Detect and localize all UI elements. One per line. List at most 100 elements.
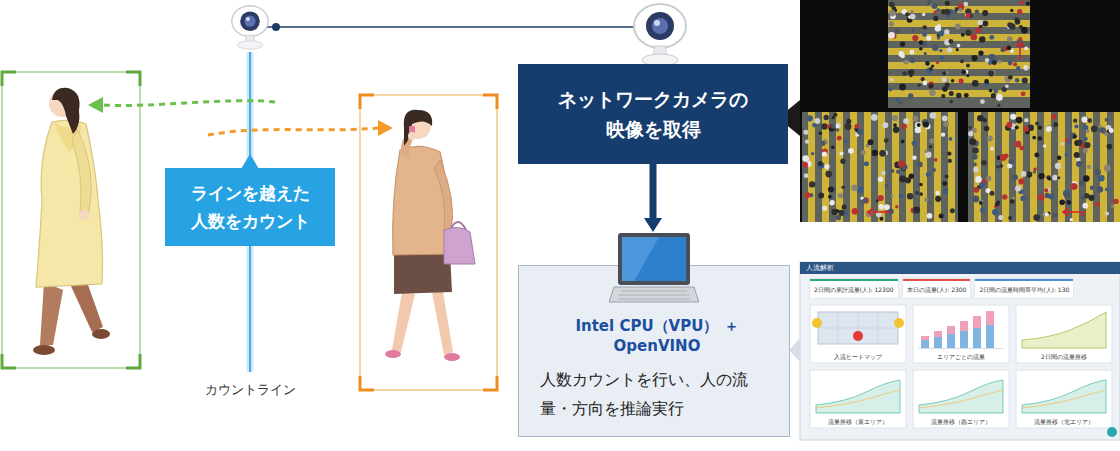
pedestrian-dot: [1000, 48, 1004, 52]
pedestrian-dot: [984, 126, 990, 132]
area-chart: [1022, 380, 1106, 413]
pedestrian-dot: [939, 49, 942, 52]
pedestrian-dot: [1017, 9, 1022, 14]
pedestrian-dot: [1082, 203, 1088, 209]
crosswalk-stripe: [1114, 112, 1120, 222]
pedestrian-dot: [1084, 137, 1088, 141]
detection-box-part: [2, 72, 140, 368]
stat-card: 2日間の流量時間帯平均(人): 130: [975, 279, 1073, 298]
pedestrian-dot: [891, 169, 895, 173]
laptop-screen: [618, 233, 690, 285]
process-text: ネットワークカメラの 映像を取得: [526, 84, 780, 144]
pedestrian-figure-part: [392, 292, 415, 352]
pedestrian-dot: [973, 162, 977, 166]
pedestrian-dot: [803, 130, 808, 135]
laptop-base: [609, 287, 699, 302]
pedestrian-dot: [959, 79, 964, 84]
pedestrian-figure-part: [92, 329, 110, 339]
pedestrian-dot: [1081, 195, 1085, 199]
pedestrian-dot: [1007, 46, 1012, 51]
area-chart: [816, 380, 900, 413]
pedestrian-dot: [989, 89, 993, 93]
pedestrian-dot: [1015, 78, 1020, 83]
pedestrian-dot: [979, 36, 985, 42]
pedestrian-dot: [915, 127, 921, 133]
pedestrian-dot: [898, 161, 905, 168]
pedestrian-dot: [1016, 117, 1023, 124]
pedestrian-dot: [1033, 214, 1040, 221]
pedestrian-dot: [832, 116, 835, 119]
pointer-triangle: [789, 338, 800, 362]
bar: [947, 326, 955, 334]
pedestrian-dot: [992, 209, 998, 215]
pedestrian-dot: [972, 196, 979, 203]
dashboard-screenshot-part: [1016, 305, 1112, 363]
camera-icon-part: [654, 20, 660, 26]
pedestrian-dot: [983, 118, 987, 122]
pedestrian-dot: [945, 83, 950, 88]
crosswalk-stripe: [888, 34, 1030, 41]
pedestrian-dot: [840, 151, 844, 155]
pedestrian-dot: [1088, 195, 1094, 201]
pedestrian-dot: [1065, 138, 1069, 142]
pedestrian-dot: [904, 60, 909, 65]
pedestrian-dot: [1022, 77, 1028, 83]
pedestrian-dot: [908, 93, 913, 98]
dashboard-screenshot-part: [800, 262, 1120, 440]
pedestrian-dot: [919, 40, 924, 45]
crosswalk-stripe: [836, 112, 843, 222]
dashboard-screenshot-part: [818, 312, 898, 344]
dashboard-screenshot: [800, 262, 1120, 440]
camera-footage: [800, 0, 1120, 222]
pedestrian-dot: [917, 84, 921, 88]
pedestrian-dot: [842, 204, 847, 209]
pedestrian-dot: [840, 159, 845, 164]
crosswalk-stripe: [1044, 112, 1051, 222]
pedestrian-dot: [1053, 213, 1058, 218]
bar: [960, 321, 968, 331]
pedestrian-dot: [1021, 171, 1027, 177]
pedestrian-dot: [892, 115, 898, 121]
dashboard-screenshot-part: [1107, 427, 1117, 437]
pedestrian-dot: [1004, 153, 1009, 158]
pedestrian-dot: [862, 198, 867, 203]
pedestrian-dot: [885, 184, 889, 188]
pedestrian-dot: [991, 93, 996, 98]
bar: [921, 336, 929, 340]
pedestrian-dot: [945, 175, 949, 179]
pedestrian-dot: [1104, 165, 1111, 172]
pedestrian-dot: [889, 2, 895, 8]
pedestrian-dot: [935, 191, 939, 195]
pedestrian-dot: [844, 211, 848, 215]
direction-arrow: [88, 97, 275, 113]
pedestrian-dot: [921, 77, 925, 81]
pedestrian-dot: [984, 79, 989, 84]
bar: [986, 325, 994, 348]
camera-icon-part: [646, 12, 674, 40]
pedestrian-dot: [1048, 177, 1051, 180]
pedestrian-dot: [994, 89, 998, 93]
pedestrian-dot: [899, 176, 906, 183]
pedestrian-dot: [986, 176, 991, 181]
pedestrian-dot: [1008, 61, 1013, 66]
chart-caption: 流量推移（東エリア）: [810, 418, 906, 426]
pedestrian-dot: [1044, 188, 1048, 192]
pedestrian-dot: [949, 91, 954, 96]
pedestrian-dot: [958, 8, 962, 12]
pedestrian-figure-part: [52, 88, 80, 134]
pedestrian-dot: [972, 80, 979, 87]
pedestrian-dot: [966, 13, 971, 18]
pedestrian-dot: [937, 36, 940, 39]
pedestrian-dot: [947, 47, 952, 52]
pedestrian-dot: [831, 145, 835, 149]
pedestrian-dot: [942, 116, 948, 122]
pedestrian-dot: [861, 150, 866, 155]
pedestrian-dot: [917, 123, 921, 127]
pedestrian-dot: [836, 128, 839, 131]
pedestrian-dot: [1045, 212, 1049, 216]
pedestrian-dot: [1061, 142, 1064, 145]
pedestrian-dot: [1070, 218, 1073, 221]
direction-marker: [868, 208, 890, 216]
dashboard-screenshot-part: [810, 305, 906, 363]
chart-caption: 入流ヒートマップ: [810, 353, 906, 361]
